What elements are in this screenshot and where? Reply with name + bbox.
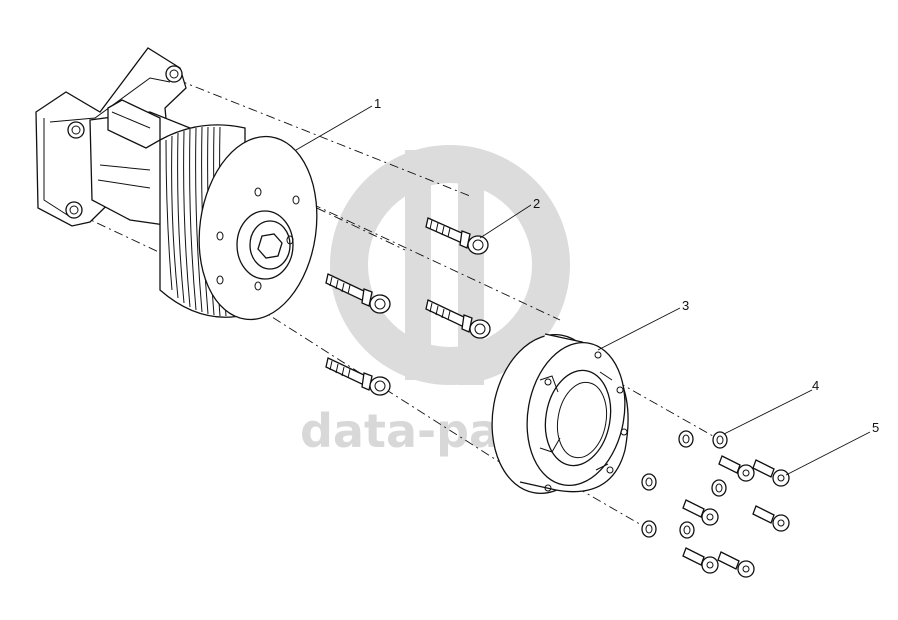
callout-3: 3 [682,298,689,313]
washer [678,430,694,448]
washer [679,521,695,539]
flange-bolt [425,299,491,339]
cap-screw [752,505,790,532]
leader-line-1 [295,105,373,151]
cap-screw [718,455,755,482]
leader-line-4 [723,389,813,435]
washers [641,430,728,539]
callout-5: 5 [872,420,879,435]
washer [641,473,657,491]
leader-line-3 [597,307,681,351]
callout-4: 4 [812,378,819,393]
washer [712,431,728,449]
washer [711,479,727,497]
callout-1: 1 [374,96,381,111]
callout-2: 2 [533,196,540,211]
flange-bolt [425,217,489,255]
cap-screws [682,455,790,578]
watermark-logo [330,145,570,385]
callout-labels: 1 2 3 4 5 [374,96,879,435]
washer [641,520,657,538]
cap-screw [717,551,755,578]
cap-screw [682,499,719,526]
cap-screw [682,547,719,574]
cap-screw [752,459,790,487]
flange-bolt [325,357,391,396]
spacer-ring [491,333,629,495]
leader-line-2 [479,204,532,239]
leader-lines [295,105,871,476]
pulley-housing-assembly [35,47,318,321]
leader-line-5 [785,431,871,476]
flange-bolts [325,217,491,396]
flange-bolt [325,273,391,314]
watermark: data-parts [300,145,572,458]
